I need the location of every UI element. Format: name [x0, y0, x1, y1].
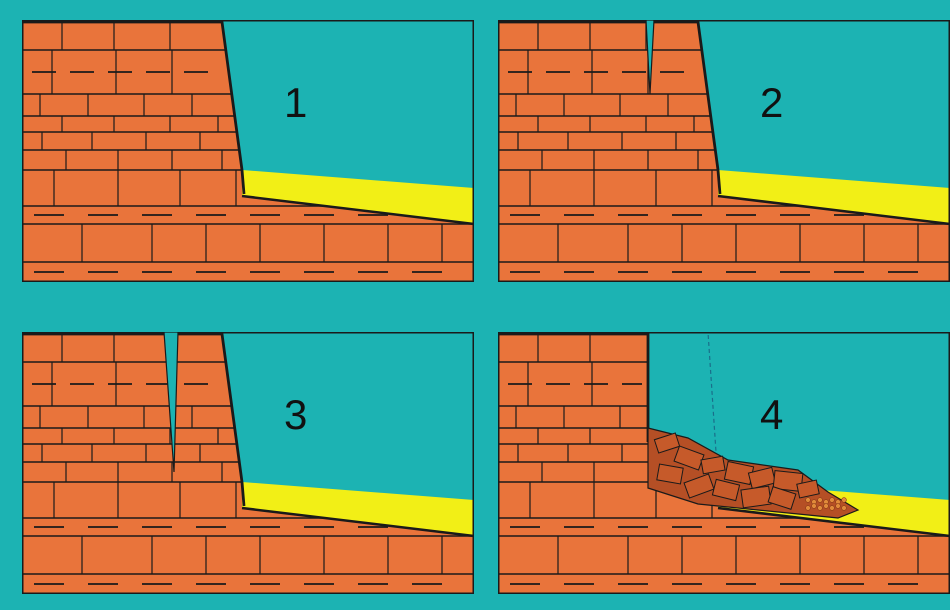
rubble-grain: [806, 506, 811, 511]
panel-2-label: 2: [760, 82, 783, 124]
tower-body: [22, 332, 242, 482]
panel-1-drawing: [22, 20, 474, 282]
wall-tower: [22, 332, 244, 506]
panel-4-label: 4: [760, 394, 783, 436]
tower-body: [22, 20, 242, 170]
rubble-grain: [836, 504, 841, 509]
panel-2-drawing: [498, 20, 950, 282]
panel-4: 4: [498, 332, 950, 594]
panel-3: 3: [22, 332, 474, 594]
rubble-grain: [818, 498, 823, 503]
rubble-grain: [830, 498, 835, 503]
rubble-grain: [842, 498, 847, 503]
panel-1: 1: [22, 20, 474, 282]
rubble-grain: [824, 504, 829, 509]
panel-3-drawing: [22, 332, 474, 594]
rubble-grain: [812, 504, 817, 509]
panel-4-drawing: [498, 332, 950, 594]
wall-tower: [498, 20, 720, 194]
panel-2: 2: [498, 20, 950, 282]
rubble-grain: [842, 506, 847, 511]
panel-1-label: 1: [284, 82, 307, 124]
panel-3-label: 3: [284, 394, 307, 436]
tower-remnant: [498, 332, 648, 482]
rubble-brick: [741, 486, 771, 508]
rubble-grain: [830, 506, 835, 511]
rubble-brick: [657, 464, 683, 484]
tower-body: [498, 20, 718, 170]
wall-tower: [22, 20, 244, 194]
rubble-grain: [806, 498, 811, 503]
rubble-grain: [818, 506, 823, 511]
